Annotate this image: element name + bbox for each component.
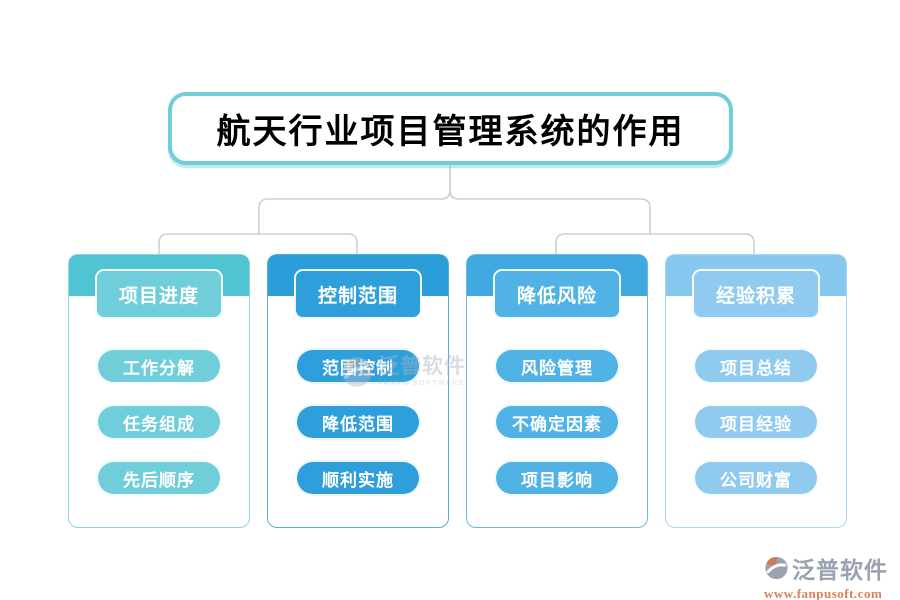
column-card-control-scope: 控制范围 范围控制 降低范围 顺利实施 — [267, 254, 449, 528]
column-card-reduce-risk: 降低风险 风险管理 不确定因素 项目影响 — [466, 254, 648, 528]
column-header: 经验积累 — [692, 269, 820, 319]
item-pill: 任务组成 — [96, 404, 222, 440]
column-header-label: 控制范围 — [317, 285, 398, 307]
item-pill: 工作分解 — [96, 348, 222, 384]
item-label: 顺利实施 — [322, 470, 394, 490]
item-list: 范围控制 降低范围 顺利实施 — [268, 348, 448, 496]
footer-url: www.fanpusoft.com — [764, 586, 883, 600]
item-label: 项目影响 — [521, 470, 593, 490]
footer-brand: 泛普软件 — [792, 557, 888, 583]
item-pill: 项目影响 — [494, 460, 620, 496]
item-label: 范围控制 — [322, 358, 394, 378]
title-box: 航天行业项目管理系统的作用 — [168, 92, 733, 165]
item-pill: 范围控制 — [295, 348, 421, 384]
item-pill: 先后顺序 — [96, 460, 222, 496]
column-header-label: 项目进度 — [118, 285, 199, 307]
column-header: 降低风险 — [493, 269, 621, 319]
column-card-project-progress: 项目进度 工作分解 任务组成 先后顺序 — [68, 254, 250, 528]
item-pill: 不确定因素 — [494, 404, 620, 440]
item-pill: 风险管理 — [494, 348, 620, 384]
item-label: 工作分解 — [123, 358, 195, 378]
item-pill: 项目经验 — [693, 404, 819, 440]
page-title: 航天行业项目管理系统的作用 — [216, 113, 685, 151]
column-header: 项目进度 — [95, 269, 223, 319]
item-pill: 公司财富 — [693, 460, 819, 496]
item-label: 风险管理 — [521, 358, 593, 378]
item-label: 不确定因素 — [512, 414, 602, 434]
item-label: 降低范围 — [322, 414, 394, 434]
item-label: 项目经验 — [720, 414, 792, 434]
column-header: 控制范围 — [294, 269, 422, 319]
item-pill: 降低范围 — [295, 404, 421, 440]
fanpu-logo-icon — [765, 556, 788, 580]
item-list: 风险管理 不确定因素 项目影响 — [467, 348, 647, 496]
item-label: 任务组成 — [123, 414, 195, 434]
item-list: 项目总结 项目经验 公司财富 — [666, 348, 846, 496]
item-pill: 顺利实施 — [295, 460, 421, 496]
item-label: 项目总结 — [720, 358, 792, 378]
item-list: 工作分解 任务组成 先后顺序 — [69, 348, 249, 496]
column-header-label: 经验积累 — [715, 285, 796, 307]
column-card-experience: 经验积累 项目总结 项目经验 公司财富 — [665, 254, 847, 528]
column-header-label: 降低风险 — [516, 285, 597, 307]
item-label: 先后顺序 — [123, 470, 195, 490]
watermark-footer: 泛普软件 www.fanpusoft.com — [764, 551, 888, 600]
item-label: 公司财富 — [720, 470, 792, 490]
item-pill: 项目总结 — [693, 348, 819, 384]
